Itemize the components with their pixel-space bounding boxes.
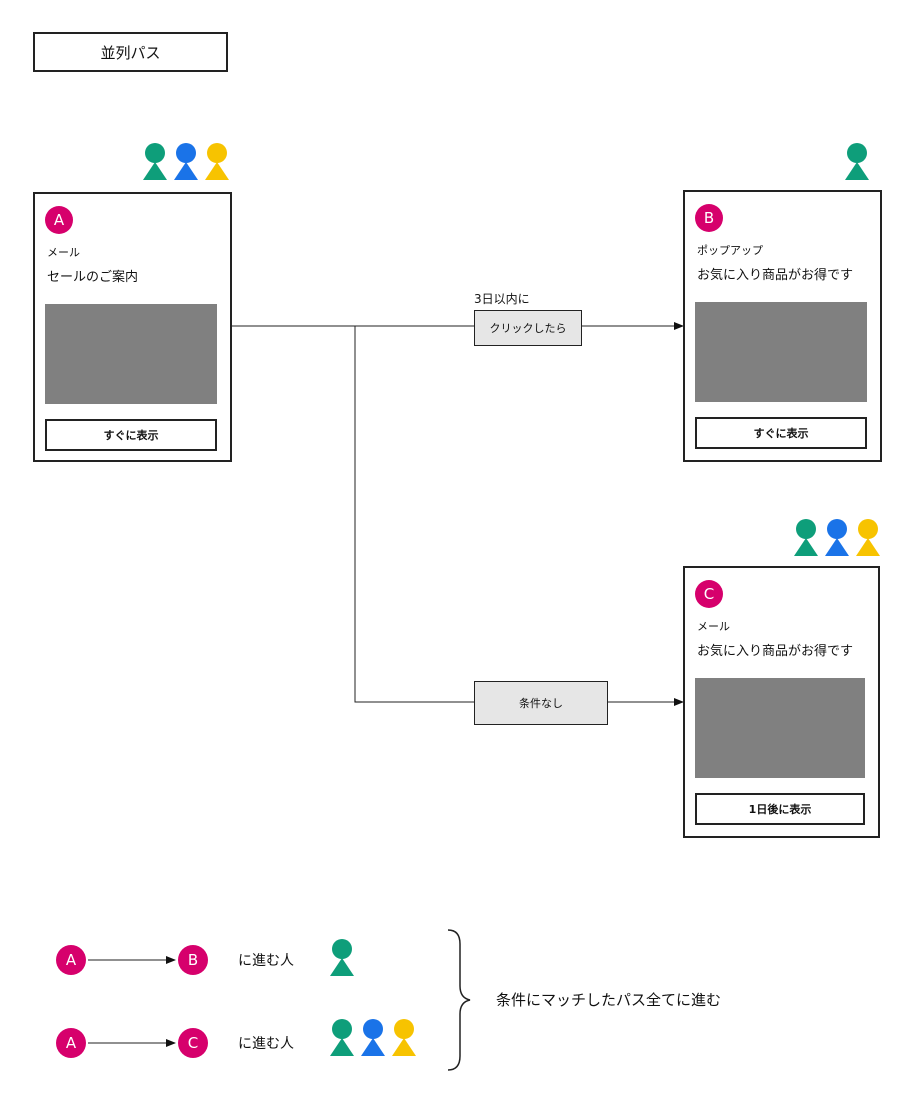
person-icon-green [143,143,167,180]
audience-group-c [794,518,887,562]
show-button[interactable]: すぐに表示 [45,419,217,451]
show-button[interactable]: すぐに表示 [695,417,867,449]
step-badge-a: A [45,206,73,234]
condition-time-label: 3日以内に [474,292,530,306]
legend-badge-from-1: A [56,945,86,975]
legend-badge-to-2: C [178,1028,208,1058]
connector-a-to-c [354,326,683,702]
image-placeholder [695,678,865,778]
legend-people-2 [330,1018,423,1062]
person-icon-blue [361,1019,385,1056]
legend-people-1 [330,938,361,982]
summary-text: 条件にマッチしたパス全てに進む [496,991,722,1009]
legend-badge-to-1: B [178,945,208,975]
legend-badge-from-2: A [56,1028,86,1058]
channel-label: メール [47,246,80,259]
channel-label: メール [697,620,730,633]
message-title: お気に入り商品がお得です [697,268,854,283]
person-icon-green [330,939,354,976]
person-icon-green [794,519,818,556]
legend-brace [447,929,471,1071]
channel-label: ポップアップ [697,244,763,257]
person-icons [143,143,229,180]
person-icons [330,1019,416,1056]
step-badge-b: B [695,204,723,232]
message-title: セールのご案内 [47,270,139,285]
person-icon-blue [825,519,849,556]
person-icon-yellow [856,519,880,556]
person-icon-green [330,1019,354,1056]
person-icons [794,519,880,556]
condition-none-box[interactable]: 条件なし [474,681,608,725]
step-badge-c: C [695,580,723,608]
image-placeholder [695,302,867,402]
person-icons [845,143,869,180]
message-card-c[interactable]: C メール お気に入り商品がお得です 1日後に表示 [683,566,880,838]
message-card-b[interactable]: B ポップアップ お気に入り商品がお得です すぐに表示 [683,190,882,462]
person-icons [330,939,354,976]
legend-text-2: に進む人 [238,1036,294,1052]
person-icon-green [845,143,869,180]
person-icon-blue [174,143,198,180]
audience-group-a [143,142,236,186]
show-button[interactable]: 1日後に表示 [695,793,865,825]
image-placeholder [45,304,217,404]
person-icon-yellow [392,1019,416,1056]
page-title: 並列パス [33,32,228,72]
legend-text-1: に進む人 [238,953,294,969]
audience-group-b [845,142,876,186]
message-card-a[interactable]: A メール セールのご案内 すぐに表示 [33,192,232,462]
message-title: お気に入り商品がお得です [697,644,854,659]
condition-click-box[interactable]: クリックしたら [474,310,582,346]
person-icon-yellow [205,143,229,180]
